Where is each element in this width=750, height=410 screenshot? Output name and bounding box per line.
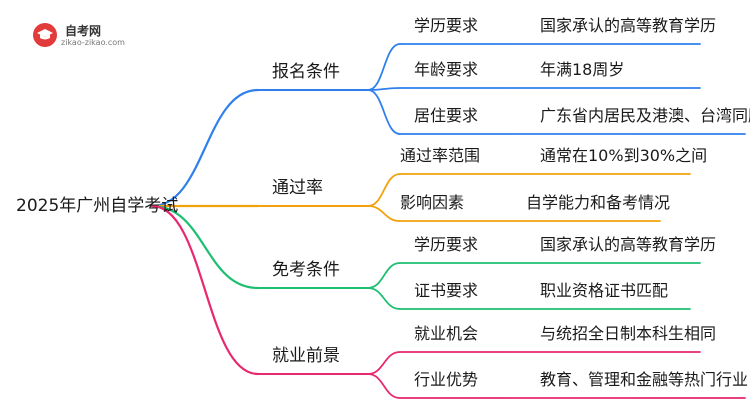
leaf-connector — [367, 173, 401, 207]
leaf-value: 与统招全日制本科生相同 — [540, 324, 717, 343]
logo-name: 自考网 — [65, 24, 102, 38]
logo-badge — [33, 23, 57, 47]
site-logo: 自考网 zikao-zikao.com — [33, 22, 153, 50]
leaf-value: 广东省内居民及港澳、台湾同胞 — [540, 106, 750, 125]
leaf-value: 国家承认的高等教育学历 — [540, 235, 717, 254]
leaf-key: 就业机会 — [414, 324, 479, 343]
leaf-value: 年满18周岁 — [540, 60, 625, 79]
branch-label-registration: 报名条件 — [272, 62, 340, 82]
leaf-key: 学历要求 — [414, 235, 479, 254]
leaf-connector — [367, 89, 401, 135]
branch-connector — [150, 88, 260, 208]
leaf-value: 自学能力和备考情况 — [526, 193, 671, 212]
leaf-key: 学历要求 — [414, 16, 479, 35]
leaf-key: 行业优势 — [414, 370, 479, 389]
graduation-cap-icon — [37, 29, 53, 40]
leaf-key: 证书要求 — [414, 281, 479, 300]
leaf-value: 通常在10%到30%之间 — [540, 146, 708, 165]
leaf-connector — [367, 351, 401, 375]
branch-connector — [150, 204, 260, 376]
leaf-value: 教育、管理和金融等热门行业 — [540, 370, 749, 389]
logo-domain: zikao-zikao.com — [61, 38, 125, 47]
leaf-value: 国家承认的高等教育学历 — [540, 16, 717, 35]
leaf-connector — [367, 43, 401, 91]
leaf-connector — [367, 205, 401, 222]
root-node: 2025年广州自学考试 — [16, 196, 179, 216]
leaf-connector — [367, 373, 401, 399]
branch-label-exemption: 免考条件 — [272, 260, 340, 280]
leaf-connector — [367, 287, 401, 310]
branch-label-employment: 就业前景 — [272, 346, 340, 366]
leaf-value: 职业资格证书匹配 — [540, 281, 669, 300]
leaf-key: 影响因素 — [400, 193, 465, 212]
leaf-connector — [367, 262, 401, 289]
leaf-key: 居住要求 — [414, 106, 479, 125]
branch-label-pass-rate: 通过率 — [272, 178, 323, 198]
leaf-key: 通过率范围 — [400, 146, 481, 165]
branch-connector — [150, 204, 260, 290]
leaf-key: 年龄要求 — [414, 60, 479, 79]
